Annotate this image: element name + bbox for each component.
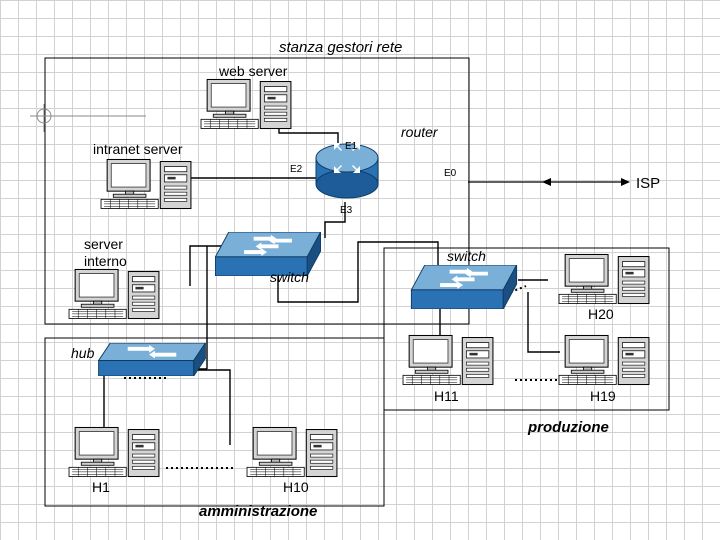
h11-icon: [402, 334, 496, 386]
h1-icon: [68, 426, 162, 478]
zone-amministrazione-border: [44, 337, 385, 507]
arrow-right: [621, 178, 630, 186]
h19-icon: [558, 334, 652, 386]
zone-amministrazione-label: amministrazione: [199, 503, 318, 520]
h11-label: H11: [434, 388, 459, 404]
isp-label: ISP: [636, 175, 661, 192]
server-interno-label: server interno: [84, 236, 127, 269]
interface-e1: E1: [345, 141, 358, 152]
switch-right-icon: [410, 265, 518, 309]
h20-label: H20: [588, 306, 614, 322]
link-router-switch: [324, 202, 346, 238]
interface-e0: E0: [444, 168, 457, 179]
zone-stanza-border: [44, 57, 470, 325]
zone-produzione-border: [383, 247, 670, 411]
h10-icon: [246, 426, 340, 478]
router-icon: [315, 143, 379, 199]
h19-label: H19: [590, 388, 616, 404]
link-hub-h10: [180, 369, 231, 445]
intranet-server-icon: [100, 158, 194, 210]
interface-e2: E2: [290, 164, 303, 175]
hub-label: hub: [71, 345, 95, 361]
web-server-label: web server: [219, 63, 288, 79]
dots-switchright: [505, 285, 527, 295]
switch-right-label: switch: [447, 248, 486, 264]
arrow-left: [542, 178, 551, 186]
h10-label: H10: [283, 479, 309, 495]
switch-center-label: switch: [270, 269, 309, 285]
link-switch-switchright: [277, 241, 439, 303]
ornament-circle: [36, 108, 52, 124]
link-switch-h19: [527, 292, 560, 353]
h20-icon: [558, 253, 652, 305]
zone-produzione-label: produzione: [528, 419, 609, 436]
zone-stanza-label: stanza gestori rete: [279, 39, 403, 56]
web-server-icon: [200, 78, 294, 130]
intranet-server-label: intranet server: [93, 141, 183, 157]
interface-e3: E3: [340, 205, 353, 216]
link-hub-h1: [103, 369, 110, 430]
hub-icon: [98, 343, 206, 376]
server-interno-icon: [68, 268, 162, 320]
link-serverinterno-switch: [189, 245, 222, 286]
h1-label: H1: [92, 479, 110, 495]
router-label: router: [401, 124, 438, 140]
